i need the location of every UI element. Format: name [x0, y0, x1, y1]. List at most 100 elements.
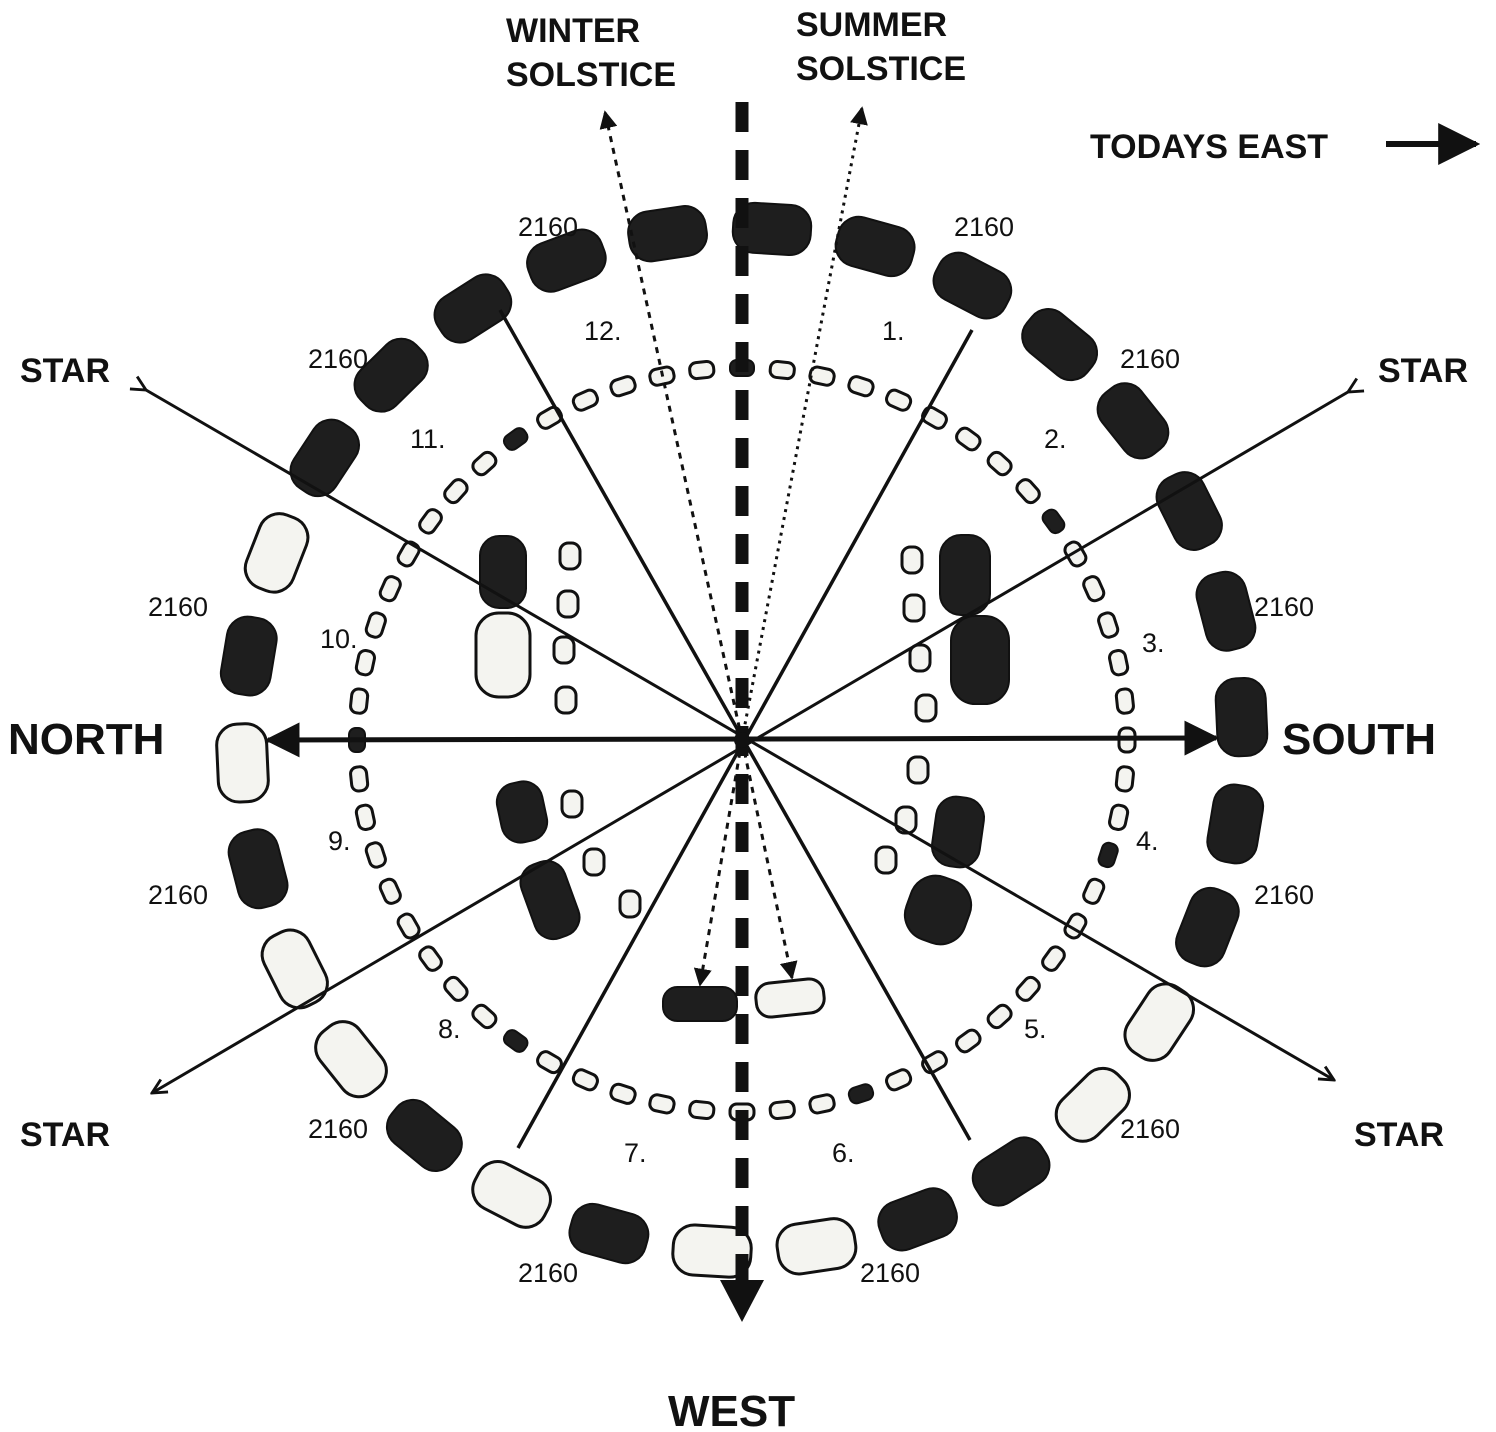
- sector-label-4: 4.: [1136, 826, 1159, 856]
- horseshoe-bluestone: [902, 593, 926, 623]
- bluestone: [571, 1068, 599, 1092]
- trilithon-stone: [662, 986, 738, 1022]
- bluestone: [986, 1003, 1013, 1030]
- sector-label-3: 3.: [1142, 628, 1165, 658]
- bluestone: [885, 388, 913, 412]
- horseshoe-bluestone: [894, 805, 918, 835]
- bluestone: [648, 1093, 676, 1115]
- summer-solstice-label-2: SOLSTICE: [796, 50, 966, 88]
- bluestone: [688, 359, 716, 381]
- west-label: WEST: [668, 1387, 795, 1432]
- sarsen-stone: [260, 928, 329, 1010]
- solstice-lines: [599, 106, 868, 987]
- bluestone: [349, 765, 370, 793]
- bluestone: [364, 611, 387, 639]
- sarsen-stone: [471, 1160, 552, 1229]
- sarsen-stone: [215, 722, 270, 804]
- bluestone: [955, 1028, 982, 1054]
- trilithon-stone: [474, 611, 532, 699]
- sarsen-stone: [1021, 308, 1099, 382]
- sector-label-1: 1.: [882, 316, 905, 346]
- bluestone: [609, 375, 637, 398]
- sector-label-8: 8.: [438, 1014, 461, 1044]
- summer-sunset-line: [740, 739, 798, 980]
- trilithon-stone: [519, 859, 581, 941]
- bluestone: [1041, 508, 1066, 535]
- sector-label-5: 5.: [1024, 1014, 1047, 1044]
- bluestone: [471, 1003, 498, 1030]
- bluestone: [443, 478, 469, 505]
- horseshoe-bluestone: [900, 545, 924, 575]
- year-label: 2160: [860, 1258, 920, 1288]
- sarsen-stone: [775, 1217, 858, 1276]
- sarsen-stone: [1214, 676, 1269, 758]
- winter-solstice-label-2: SOLSTICE: [506, 56, 676, 94]
- bluestone: [364, 841, 387, 869]
- star-label-se: STAR: [1354, 1116, 1444, 1154]
- year-label: 2160: [148, 592, 208, 622]
- sarsen-stone: [289, 418, 361, 498]
- trilithon-stone: [950, 615, 1010, 705]
- trilithon-stone: [939, 534, 991, 616]
- sector-label-7: 7.: [624, 1138, 647, 1168]
- todays-east-label: TODAYS EAST: [1090, 128, 1328, 166]
- horseshoe-bluestone: [582, 847, 606, 877]
- bluestone: [1114, 765, 1135, 793]
- bluestone: [1114, 687, 1135, 715]
- winter-solstice-line: [599, 110, 744, 741]
- sarsen-stone: [219, 615, 278, 697]
- sarsen-stone: [433, 273, 513, 344]
- bluestone: [502, 427, 529, 451]
- sarsen-stone: [314, 1020, 388, 1099]
- sarsen-stone: [526, 228, 607, 293]
- winter-solstice-label-1: WINTER: [506, 12, 640, 50]
- sector-label-10: 10.: [320, 624, 358, 654]
- sarsen-stone: [568, 1202, 650, 1265]
- star-label-sw: STAR: [20, 1116, 110, 1154]
- horseshoe-bluestone: [558, 541, 582, 571]
- bluestone: [768, 1099, 796, 1121]
- north-label: NORTH: [8, 715, 164, 764]
- summer-solstice-label-1: SUMMER: [796, 6, 947, 44]
- bluestone: [418, 945, 443, 972]
- bluestone: [768, 359, 796, 381]
- year-label: 2160: [308, 344, 368, 374]
- year-label: 2160: [1254, 880, 1314, 910]
- bluestone: [443, 975, 469, 1002]
- sarsen-stone: [1206, 783, 1265, 865]
- sector-label-6: 6.: [832, 1138, 855, 1168]
- bluestone: [571, 388, 599, 412]
- bluestone: [1082, 575, 1106, 603]
- bluestone: [349, 687, 370, 715]
- sarsen-stone: [932, 251, 1013, 320]
- horseshoe-bluestone: [556, 589, 580, 619]
- bluestone: [986, 450, 1013, 477]
- winter-sunset-line: [693, 739, 744, 987]
- bluestone: [1015, 478, 1041, 505]
- west-arrow-head: [720, 1280, 764, 1322]
- sarsen-stone: [1123, 982, 1195, 1062]
- bluestone: [688, 1099, 716, 1121]
- trilithon-stone: [754, 977, 826, 1019]
- bluestone: [378, 877, 402, 905]
- sarsen-stone: [1175, 886, 1240, 968]
- sector-label-11: 11.: [410, 424, 446, 454]
- horseshoe-bluestone: [908, 643, 932, 673]
- star-label-nw: STAR: [20, 352, 110, 390]
- sarsen-stone: [227, 828, 289, 910]
- bluestone: [1108, 803, 1130, 831]
- sarsen-stone: [731, 201, 813, 256]
- bluestone: [955, 426, 982, 452]
- star-label-ne: STAR: [1378, 352, 1468, 390]
- bluestone: [354, 803, 376, 831]
- sector-label-9: 9.: [328, 826, 351, 856]
- bluestone: [502, 1029, 529, 1053]
- south-label: SOUTH: [1282, 715, 1436, 764]
- year-label: 2160: [1120, 1114, 1180, 1144]
- horseshoe-bluestone: [914, 693, 938, 723]
- year-label: 2160: [518, 1258, 578, 1288]
- sarsen-stone: [385, 1098, 463, 1172]
- bluestone: [471, 450, 498, 477]
- year-label: 2160: [148, 880, 208, 910]
- horseshoe-bluestone: [552, 635, 576, 665]
